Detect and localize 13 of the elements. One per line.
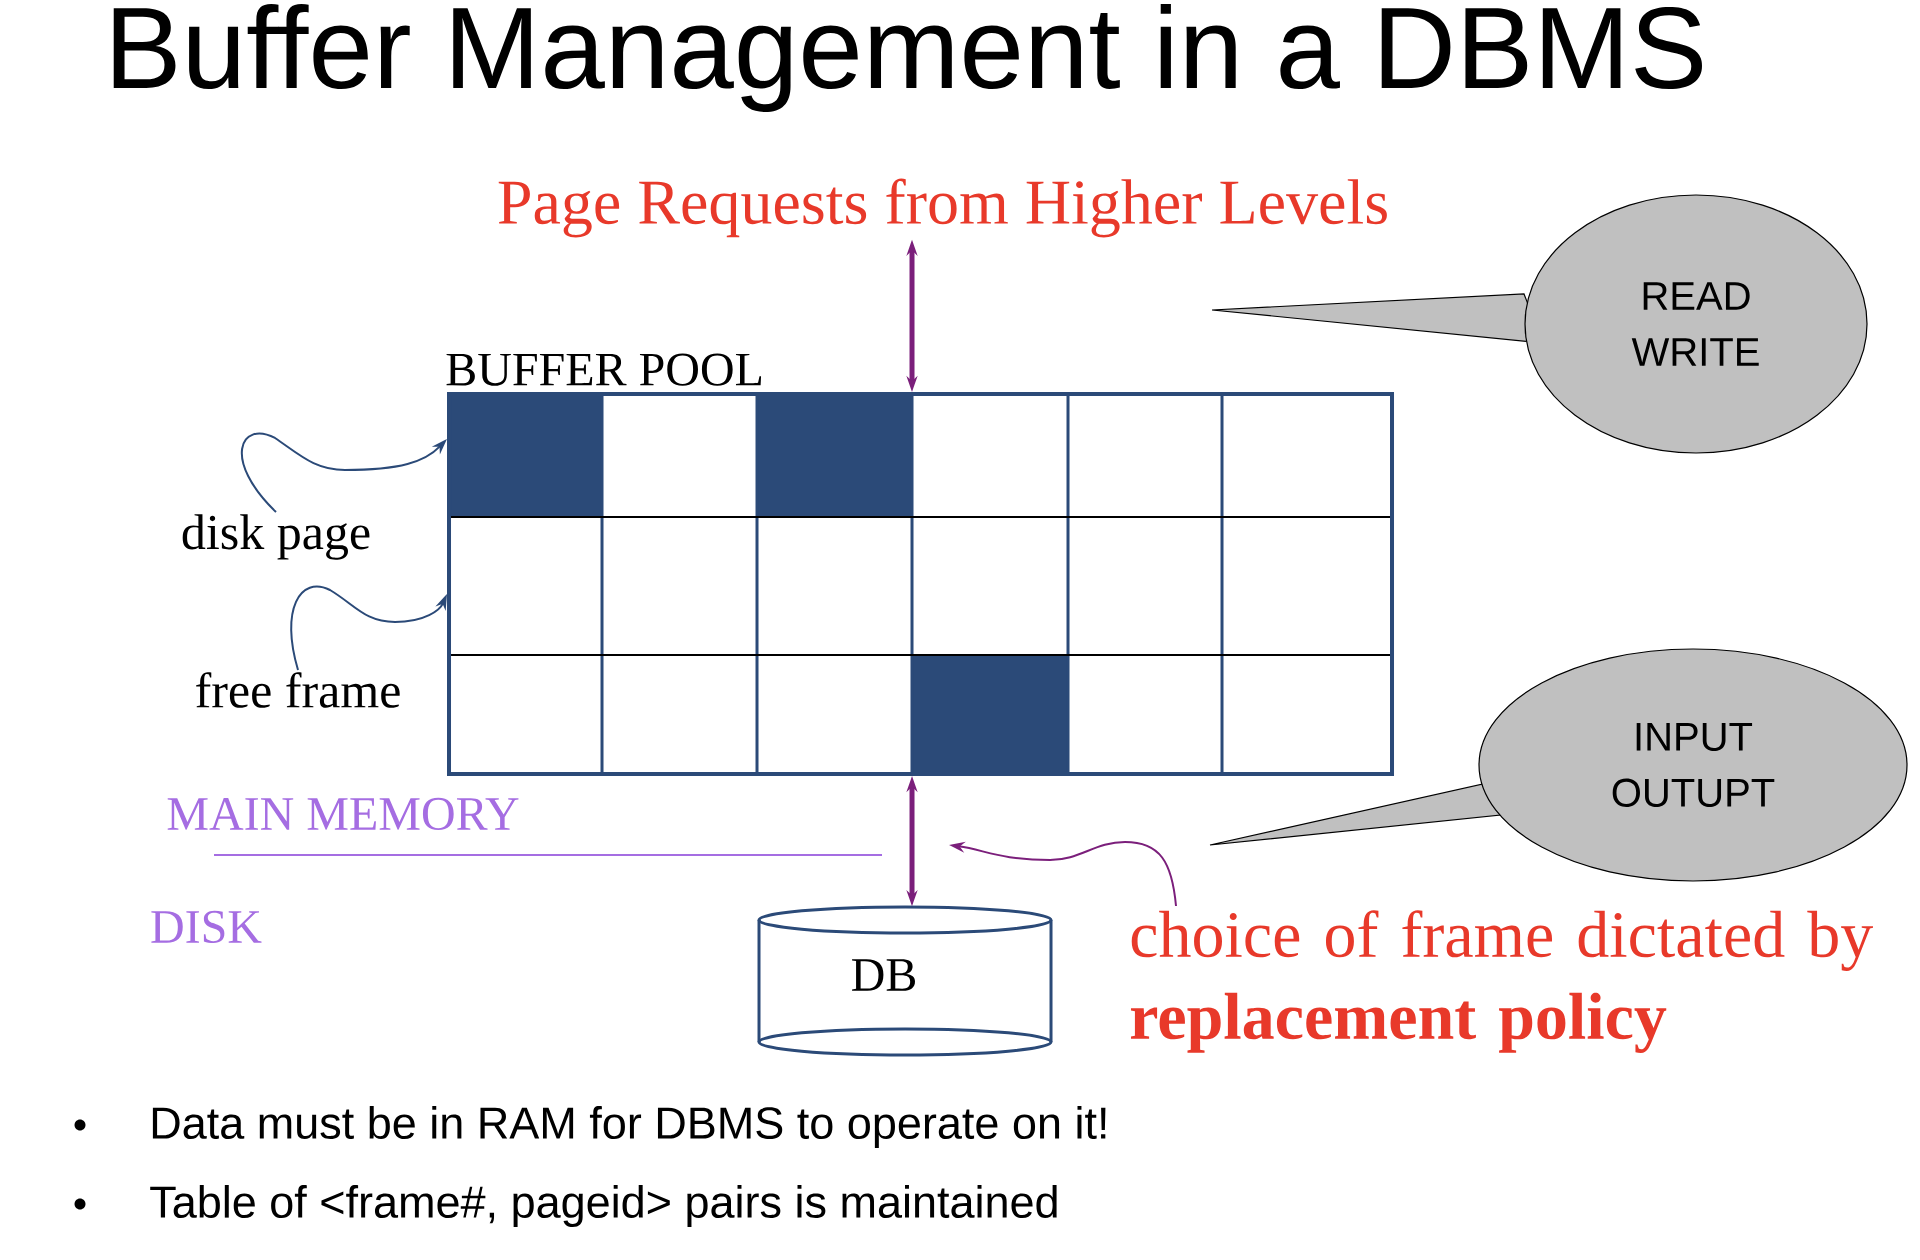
bullet-item: Table of <frame#, pageid> pairs is maintained (74, 1185, 1057, 1227)
database-cylinder: DB (757, 905, 1053, 1057)
arrow (290, 585, 447, 671)
title: Buffer Management in a DBMS (113, 3, 1702, 113)
callout-text: disk page (182, 514, 370, 560)
bullet-item: Data must be in RAM for DBMS to operate on it! (74, 1106, 1106, 1148)
memory-label: MAIN MEMORY (167, 797, 519, 831)
callout-text: free frame (196, 672, 400, 708)
policy-text: choice of frame dictated by replacement policy (1131, 910, 1874, 1053)
speech-bubble: INPUT OUTUPT (1209, 648, 1908, 882)
node-label: DB (852, 959, 915, 991)
disk-label: DISK (151, 910, 262, 944)
node-label: BUFFER POOL (446, 353, 762, 386)
